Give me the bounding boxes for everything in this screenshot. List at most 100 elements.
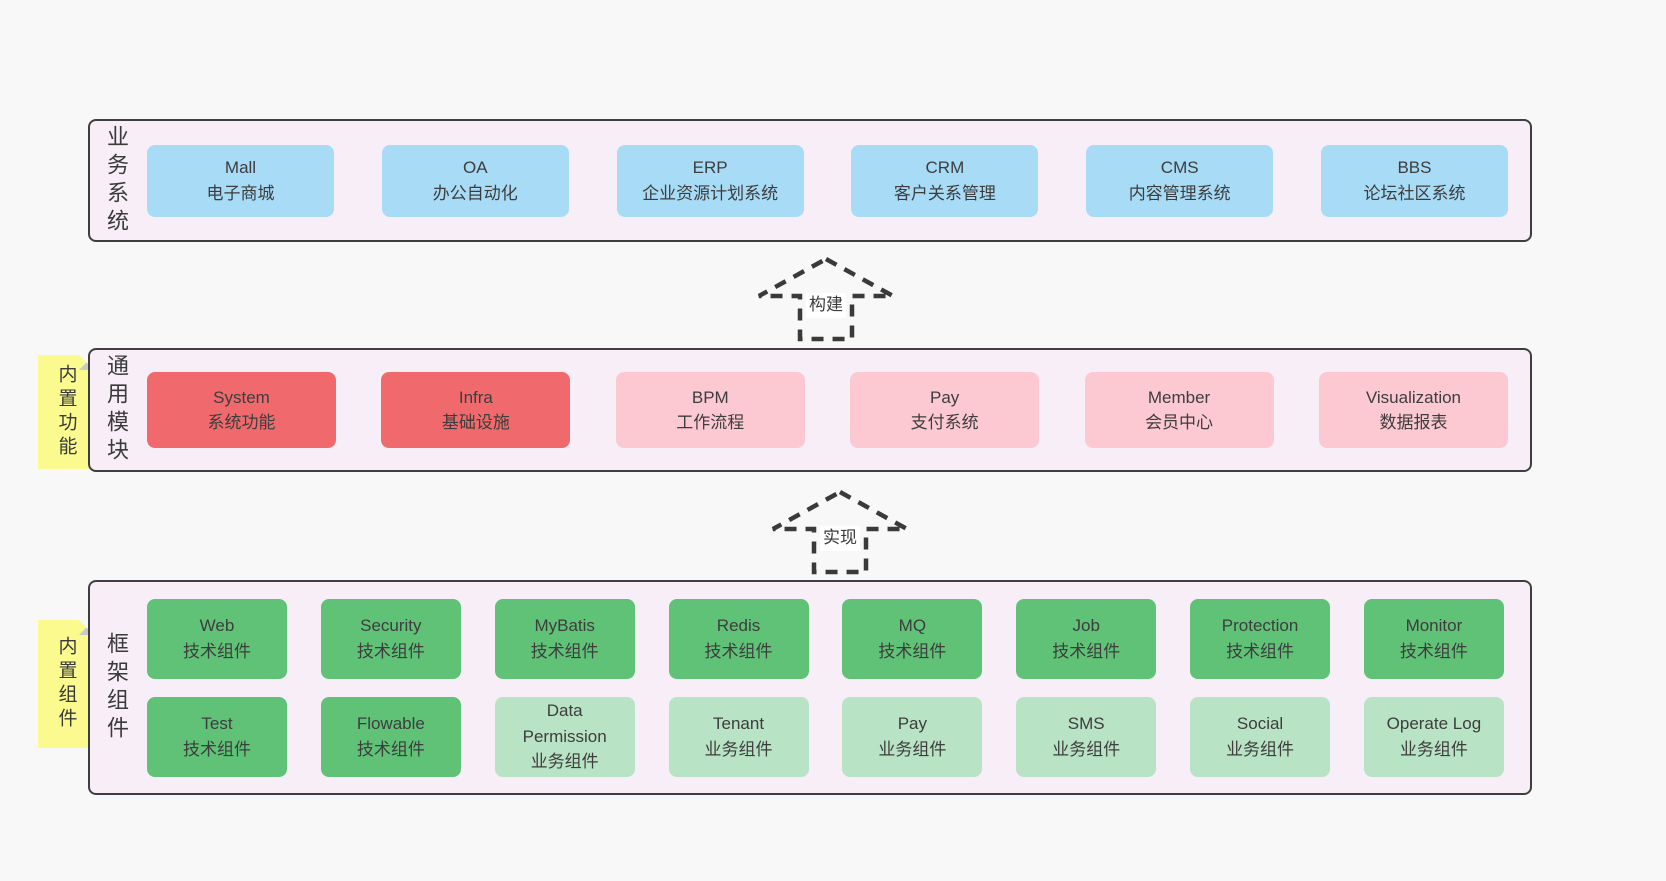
- node-bbs: BBS 论坛社区系统: [1320, 144, 1508, 217]
- node-cms: CMS 内容管理系统: [1086, 144, 1274, 217]
- node-visualization: Visualization 数据报表: [1318, 372, 1508, 448]
- sticky-note-built-in-features: 内置功能: [38, 355, 94, 469]
- node-en: Operate Log: [1386, 714, 1482, 733]
- node-job: Job 技术组件: [1016, 598, 1157, 679]
- business-systems-row: Mall 电子商城 OA 办公自动化 ERP 企业资源计划系统 CRM 客户关系…: [127, 144, 1530, 217]
- node-en: Protection: [1221, 616, 1299, 635]
- node-member: Member 会员中心: [1084, 372, 1274, 448]
- node-en: Monitor: [1405, 616, 1463, 635]
- node-infra: Infra 基础设施: [381, 372, 571, 448]
- node-en: Test: [201, 714, 233, 733]
- node-zh: 技术组件: [1399, 641, 1468, 661]
- node-mall: Mall 电子商城: [147, 144, 334, 217]
- business-systems-band: 业务系统 Mall 电子商城 OA 办公自动化 ERP 企业资源计划系统 CRM…: [88, 119, 1532, 242]
- node-flowable: Flowable 技术组件: [320, 696, 461, 777]
- node-en: Member: [1147, 387, 1211, 407]
- node-en: ERP: [692, 158, 728, 177]
- node-operate-log: Operate Log 业务组件: [1363, 696, 1504, 777]
- node-zh: 技术组件: [704, 641, 773, 661]
- node-en: Infra: [458, 387, 493, 407]
- node-en: Flowable: [356, 714, 425, 733]
- node-en: Security: [360, 616, 422, 635]
- node-en: Mall: [224, 158, 257, 177]
- node-zh: 业务组件: [1399, 739, 1468, 759]
- node-zh: 业务组件: [530, 752, 599, 772]
- sticky-note-label: 内置功能: [55, 364, 77, 460]
- node-en: MQ: [898, 616, 927, 635]
- node-zh: 基础设施: [441, 413, 510, 432]
- node-bpm: BPM 工作流程: [615, 372, 805, 448]
- node-zh: 技术组件: [183, 641, 251, 661]
- node-pay-module: Pay 支付系统: [850, 372, 1040, 448]
- node-en: Data Permission: [522, 701, 607, 746]
- node-en: Job: [1072, 616, 1100, 635]
- node-en: Redis: [716, 616, 761, 635]
- node-test: Test 技术组件: [147, 696, 287, 777]
- node-web: Web 技术组件: [147, 598, 287, 679]
- band-label-business-systems: 业务系统: [104, 124, 129, 237]
- sticky-note-built-in-components: 内置组件: [38, 620, 94, 748]
- node-tenant: Tenant 业务组件: [668, 696, 809, 777]
- node-sms: SMS 业务组件: [1016, 696, 1157, 777]
- node-zh: 技术组件: [356, 739, 425, 759]
- node-zh: 业务组件: [704, 739, 773, 759]
- node-zh: 工作流程: [676, 413, 745, 432]
- node-zh: 办公自动化: [432, 183, 518, 203]
- node-en: BBS: [1397, 158, 1432, 177]
- sticky-note-label: 内置组件: [55, 636, 77, 732]
- implement-arrow-label: 实现: [820, 526, 860, 551]
- node-zh: 技术组件: [530, 641, 599, 661]
- biz-components-row: Test 技术组件 Flowable 技术组件 Data Permission …: [147, 696, 1504, 777]
- band-label-common-modules: 通用模块: [104, 354, 129, 466]
- node-en: BPM: [691, 387, 729, 407]
- node-zh: 支付系统: [910, 413, 979, 432]
- framework-components-band: 框架组件 Web 技术组件 Security 技术组件 MyBatis 技术组件…: [88, 580, 1532, 795]
- common-modules-band: 通用模块 System 系统功能 Infra 基础设施 BPM 工作流程 Pay…: [88, 348, 1532, 472]
- node-security: Security 技术组件: [320, 598, 461, 679]
- node-zh: 系统功能: [207, 413, 276, 432]
- node-crm: CRM 客户关系管理: [851, 144, 1039, 217]
- node-oa: OA 办公自动化: [381, 144, 569, 217]
- common-modules-row: System 系统功能 Infra 基础设施 BPM 工作流程 Pay 支付系统…: [127, 372, 1530, 448]
- node-zh: 业务组件: [1052, 739, 1121, 759]
- build-arrow-icon: 构建: [756, 256, 896, 342]
- node-zh: 技术组件: [878, 641, 947, 661]
- node-en: SMS: [1067, 714, 1105, 733]
- node-en: Pay: [930, 387, 960, 407]
- node-zh: 内容管理系统: [1128, 183, 1231, 203]
- node-monitor: Monitor 技术组件: [1363, 598, 1504, 679]
- node-protection: Protection 技术组件: [1190, 598, 1331, 679]
- band-label-framework-components: 框架组件: [104, 631, 129, 744]
- node-en: CRM: [925, 158, 965, 177]
- node-zh: 会员中心: [1145, 413, 1214, 432]
- node-en: Pay: [897, 714, 928, 733]
- node-en: CMS: [1160, 158, 1199, 177]
- node-mybatis: MyBatis 技术组件: [494, 598, 635, 679]
- node-zh: 论坛社区系统: [1363, 183, 1466, 203]
- implement-arrow-icon: 实现: [770, 489, 910, 575]
- node-en: OA: [463, 158, 488, 177]
- node-zh: 技术组件: [183, 739, 251, 759]
- node-zh: 业务组件: [878, 739, 947, 759]
- node-zh: 技术组件: [1052, 641, 1121, 661]
- node-system: System 系统功能: [147, 372, 336, 448]
- node-en: MyBatis: [534, 616, 595, 635]
- node-en: Tenant: [713, 714, 765, 733]
- node-zh: 业务组件: [1226, 739, 1295, 759]
- node-zh: 技术组件: [356, 641, 425, 661]
- node-zh: 客户关系管理: [893, 183, 996, 203]
- tech-components-row: Web 技术组件 Security 技术组件 MyBatis 技术组件 Redi…: [147, 598, 1504, 679]
- build-arrow-label: 构建: [806, 293, 846, 318]
- node-erp: ERP 企业资源计划系统: [616, 144, 804, 217]
- node-redis: Redis 技术组件: [668, 598, 809, 679]
- node-zh: 企业资源计划系统: [642, 183, 779, 203]
- node-zh: 电子商城: [206, 183, 275, 203]
- node-en: Web: [199, 616, 235, 635]
- node-en: System: [213, 387, 270, 407]
- node-zh: 数据报表: [1379, 413, 1448, 432]
- framework-components-grid: Web 技术组件 Security 技术组件 MyBatis 技术组件 Redi…: [127, 598, 1530, 777]
- node-social: Social 业务组件: [1190, 696, 1331, 777]
- node-en: Visualization: [1365, 387, 1462, 407]
- node-zh: 技术组件: [1226, 641, 1295, 661]
